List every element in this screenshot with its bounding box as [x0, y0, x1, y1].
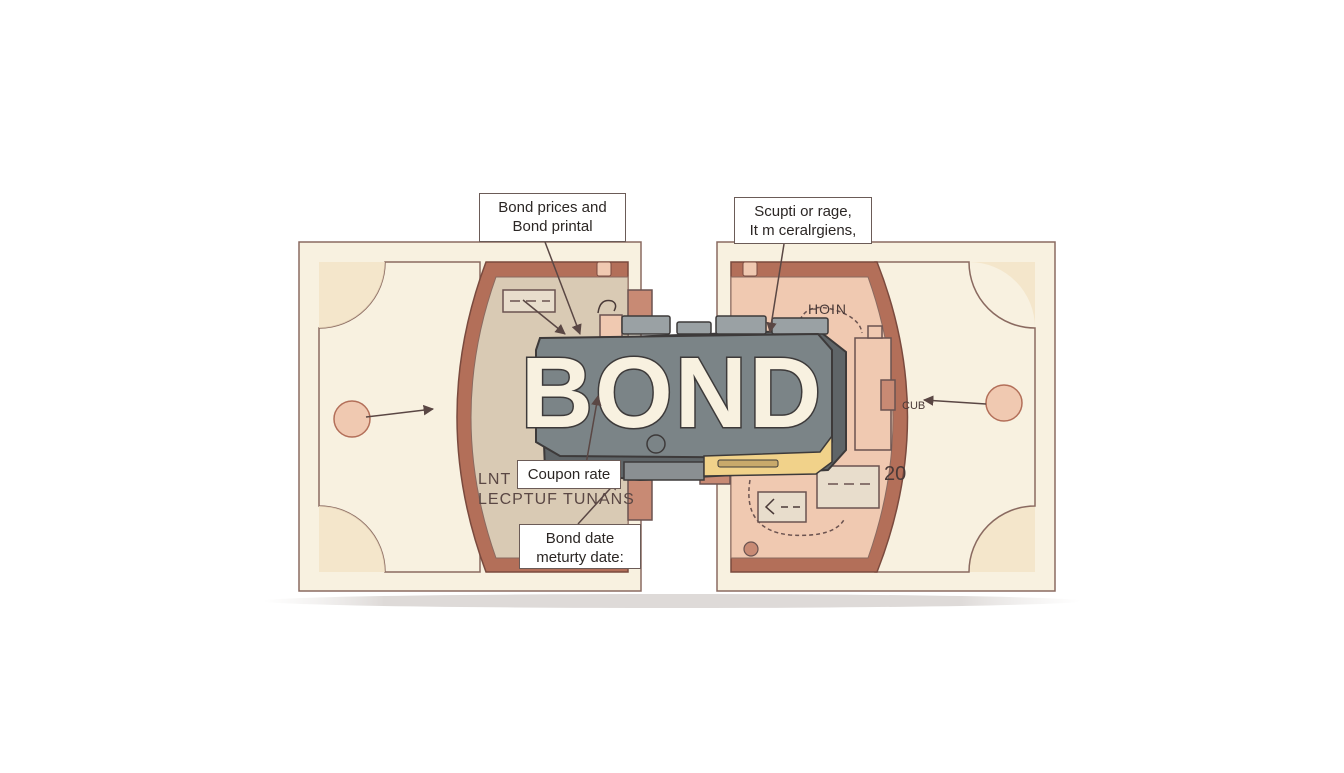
callout-bond-date-line-1: Bond date	[545, 530, 615, 547]
callout-coupon-rate: Coupon rate	[517, 460, 621, 489]
left-node-circle	[333, 400, 371, 438]
callout-bond-prices-line-2: Bond printal	[512, 218, 593, 235]
callout-coupon-rate-text: Coupon rate	[527, 466, 611, 483]
callout-scupti-line-1: Scupti or rage,	[754, 203, 852, 220]
callout-bond-date-line-2: meturty date:	[536, 549, 624, 566]
callout-scupti-line-2: It m ceralrgiens,	[749, 222, 857, 239]
ground-shadow	[262, 594, 1082, 608]
bond-block: BOND	[519, 315, 847, 482]
bond-wordmark: BOND	[521, 337, 823, 449]
right-panel-number: 20	[884, 463, 906, 485]
right-panel-side-label: CUB	[902, 400, 925, 412]
callout-bond-prices: Bond prices and Bond printal	[479, 193, 626, 242]
callout-bond-date: Bond date meturty date:	[519, 524, 641, 569]
right-panel-top-label: HOIN	[808, 301, 847, 317]
left-panel-text-1: LNT	[478, 471, 511, 488]
callout-bond-prices-line-1: Bond prices and	[498, 199, 607, 216]
left-panel-text-2: LECPTUF TUNANS	[478, 491, 635, 508]
right-node-circle	[985, 384, 1023, 422]
callout-scupti: Scupti or rage, It m ceralrgiens,	[734, 197, 872, 244]
